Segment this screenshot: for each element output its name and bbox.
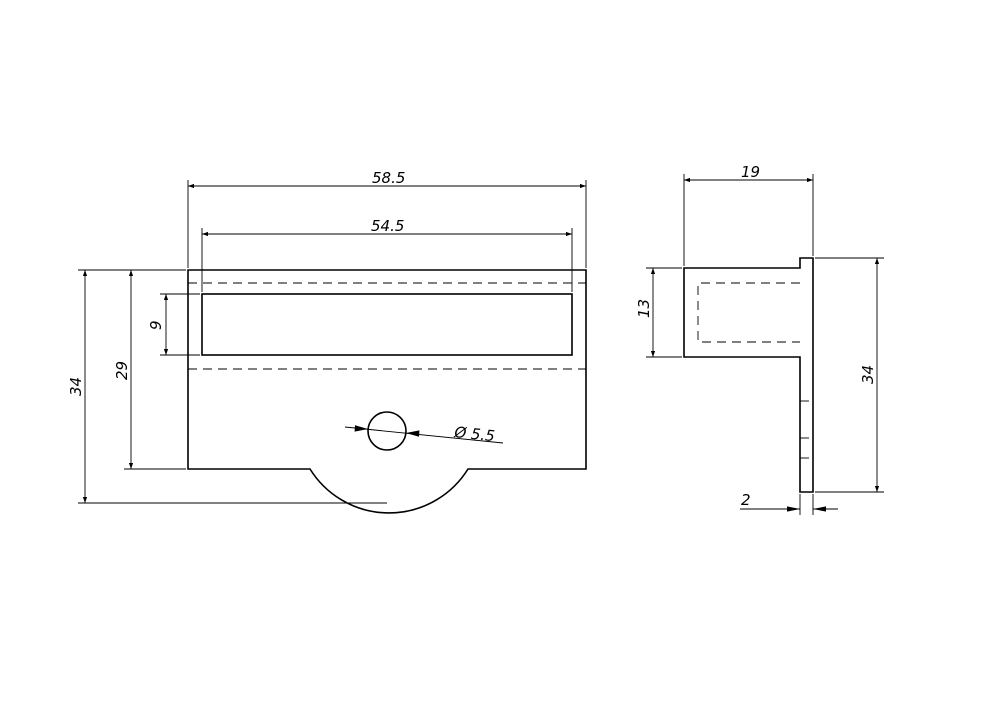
slot-opening <box>201 293 573 356</box>
dimension-hole-diameter: Ø 5.5 <box>344 423 504 445</box>
dimension-plate-thickness: 2 <box>740 491 838 515</box>
dimension-total-height: 34 <box>67 269 387 504</box>
dimension-tab-height: 13 <box>635 267 682 358</box>
dimension-overall-width: 58.5 <box>187 169 587 268</box>
mounting-hole <box>367 411 407 451</box>
dim-text-plate-thickness: 2 <box>741 491 751 509</box>
dim-text-hole-diameter: Ø 5.5 <box>453 423 496 445</box>
side-view <box>683 257 814 493</box>
dim-text-side-total-height: 34 <box>859 365 877 384</box>
dimension-body-height: 29 <box>113 269 186 470</box>
dim-text-slot-height: 9 <box>147 320 165 330</box>
dim-text-total-height: 34 <box>67 377 85 396</box>
dim-text-tab-height: 13 <box>635 299 653 318</box>
dim-text-body-height: 29 <box>113 361 131 380</box>
dimension-depth: 19 <box>683 163 814 266</box>
dim-text-overall-width: 58.5 <box>372 169 405 187</box>
dimension-side-total-height: 34 <box>815 257 884 493</box>
dim-text-depth: 19 <box>741 163 760 181</box>
hidden-tab-pocket <box>697 282 800 343</box>
dimension-slot-height: 9 <box>147 293 200 356</box>
front-view <box>187 269 587 514</box>
front-outline <box>187 269 587 514</box>
side-outline <box>683 257 814 493</box>
dim-text-inner-width: 54.5 <box>371 217 404 235</box>
dimension-inner-width: 54.5 <box>201 217 573 292</box>
